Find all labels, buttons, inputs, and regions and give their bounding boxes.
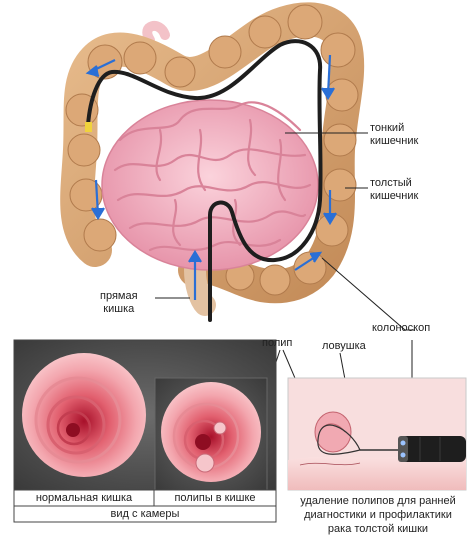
caption-polyps: полипы в кишке — [174, 492, 256, 504]
label-rectum: прямая кишка — [100, 290, 138, 315]
label-large-intestine: толстый кишечник — [370, 177, 419, 202]
colon-wall — [288, 454, 466, 490]
polyp-colon-view — [161, 382, 261, 482]
scope-tip-marker — [85, 122, 92, 132]
small-intestine-loops — [113, 101, 312, 252]
label-colonoscope: колоноскоп — [372, 322, 431, 334]
caption-removal: удаление полипов для ранней диагностики … — [300, 495, 456, 535]
normal-colon-view — [22, 353, 146, 477]
snare-loop — [317, 424, 361, 455]
rectum — [184, 259, 216, 316]
direction-arrows — [85, 54, 337, 300]
removed-polyp — [314, 411, 352, 453]
caption-normal: нормальная кишка — [35, 492, 133, 504]
polyp-small — [213, 421, 227, 435]
polyp-large — [195, 453, 215, 473]
label-small-intestine: тонкий кишечник — [370, 122, 419, 147]
caption-camera-view: вид с камеры — [110, 508, 180, 520]
colonoscope-head — [398, 436, 466, 462]
appendix — [142, 21, 170, 45]
colonoscope-tube — [86, 39, 323, 322]
label-snare: ловушка — [322, 340, 366, 352]
label-polyp: полип — [262, 337, 293, 349]
